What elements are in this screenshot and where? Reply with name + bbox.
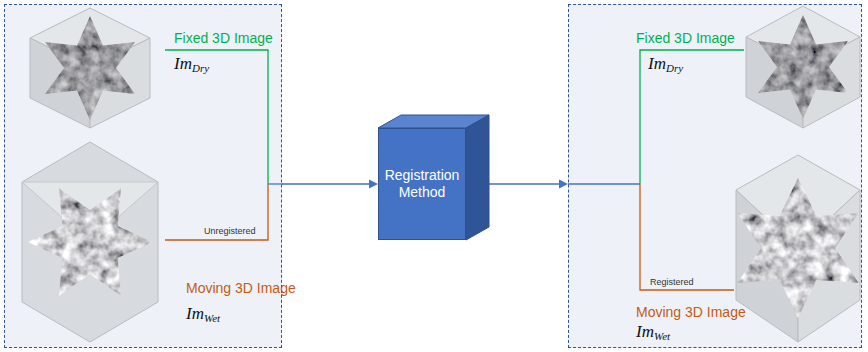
arrow-line <box>282 183 370 184</box>
junction-line <box>568 183 640 184</box>
image-symbol: Im <box>636 322 654 341</box>
cut-section <box>28 188 152 295</box>
flow-arrow <box>282 180 378 189</box>
dry-volume <box>746 6 860 128</box>
fixed-bracket <box>640 50 744 184</box>
image-label: Moving 3D Image <box>636 304 746 320</box>
image-symbol: Im <box>648 54 666 73</box>
cut-section <box>45 16 135 120</box>
image-symbol: Im <box>186 304 204 323</box>
junction-line <box>268 183 283 184</box>
image-subscript: Wet <box>654 330 670 342</box>
dry-volume <box>30 8 150 128</box>
image-panel: Fixed 3D ImageImDryRegisteredMoving 3D I… <box>568 4 862 348</box>
image-subscript: Dry <box>666 62 683 74</box>
moving-bracket <box>640 184 734 290</box>
image-panel: Fixed 3D ImageImDryUnregisteredMoving 3D… <box>4 4 282 348</box>
image-label: Fixed 3D Image <box>636 30 735 46</box>
state-label: Registered <box>650 277 694 288</box>
image-subscript: Wet <box>204 312 220 324</box>
panel-ground <box>568 4 862 348</box>
fixed-bracket <box>165 50 268 184</box>
wet-volume <box>736 155 860 342</box>
cut-section <box>758 15 848 119</box>
moving-bracket <box>165 184 268 240</box>
image-label: Moving 3D Image <box>186 280 296 296</box>
cube-outline <box>22 142 158 342</box>
state-label: Unregistered <box>204 226 256 237</box>
box-side-face <box>466 115 489 240</box>
panel-ground <box>4 4 282 348</box>
process-box: Registration Method <box>378 128 466 240</box>
arrow-head <box>369 180 378 189</box>
image-subscript: Dry <box>192 62 209 74</box>
cut-section <box>737 178 858 318</box>
image-symbol: Im <box>174 54 192 73</box>
arrow-head <box>559 180 568 189</box>
process-label: Registration Method <box>383 167 461 201</box>
wet-volume <box>22 142 158 342</box>
image-label: Fixed 3D Image <box>174 30 273 46</box>
